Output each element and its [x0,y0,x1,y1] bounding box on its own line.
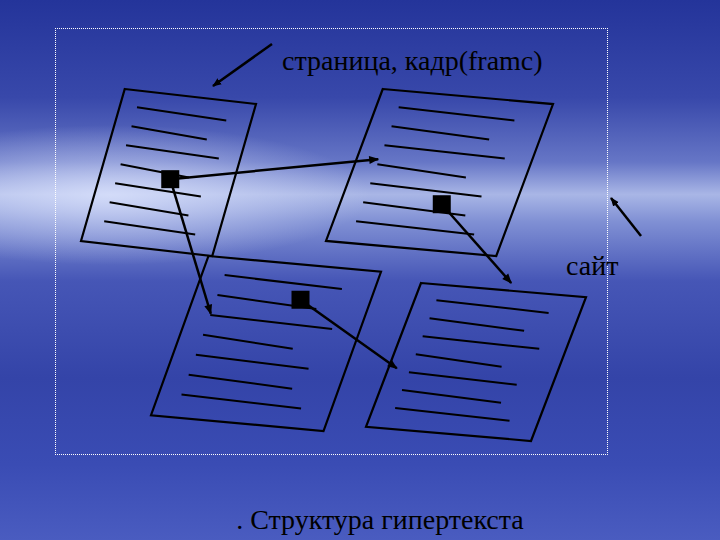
text-line [189,375,293,389]
text-line [430,318,525,331]
site-label: сайт [566,251,618,282]
text-line [377,164,466,177]
hyperlink-arrow [301,300,397,369]
hyperlink-arrow [170,179,211,314]
page-outline [326,89,553,256]
text-line [225,275,342,289]
text-line [395,408,509,421]
text-line [132,126,207,139]
text-line [196,355,309,369]
page-frame [151,256,381,431]
link-anchor [161,170,179,188]
link-anchor [433,195,451,213]
text-line [110,202,189,215]
text-line [384,145,504,158]
text-line [181,395,301,409]
link-anchor [292,291,310,309]
text-line [210,315,332,329]
text-line [402,390,501,403]
leader-line [213,44,272,86]
text-line [104,221,195,234]
page-shape [366,283,586,441]
text-line [203,335,293,349]
text-line [370,183,481,196]
hyperlink-arrow [170,159,378,179]
text-line [115,183,201,196]
text-line [416,354,502,367]
page-outline [366,283,586,441]
text-line [436,300,548,313]
text-line [392,126,490,139]
page-frame [366,283,586,441]
leader-line [611,198,641,236]
text-line [137,107,226,120]
page-shape [151,256,381,431]
page-shape [81,89,256,256]
text-line [409,372,517,385]
page-outline [81,89,256,256]
page-frame [326,89,553,256]
callout-label: страница, кадр(framc) [282,46,543,77]
page-outline [151,256,381,431]
text-line [356,221,474,234]
text-line [423,336,540,349]
figure-caption: . Структура гипертекста [236,505,524,536]
page-shape [326,89,553,256]
page-frame [81,89,256,256]
site-frame: сайт [55,28,608,455]
text-line [399,107,515,120]
text-line [126,145,219,158]
